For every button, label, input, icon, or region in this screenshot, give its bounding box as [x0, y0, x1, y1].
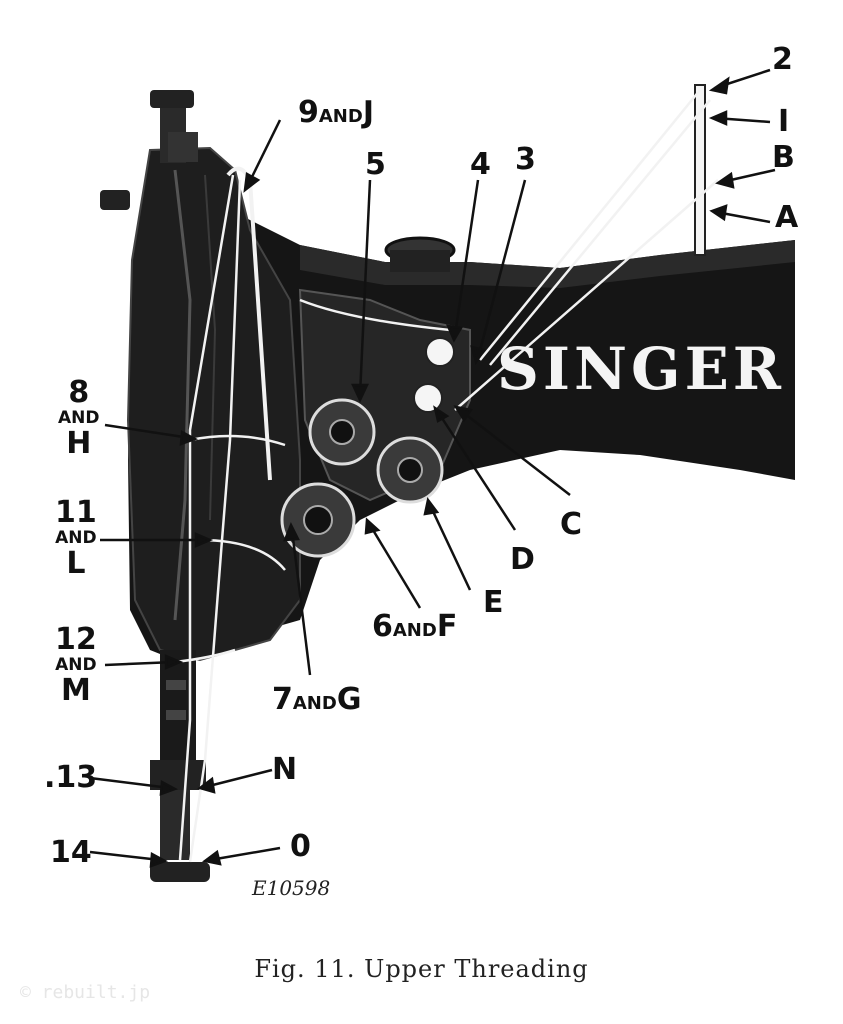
- label-3: 3: [515, 142, 536, 177]
- brand-logo-text: SINGER: [497, 335, 785, 403]
- label-13: .13: [44, 760, 98, 795]
- label-9-and-J: 9ANDJ: [298, 95, 374, 130]
- leader-lines: [89, 68, 776, 868]
- side-screw: [100, 190, 130, 210]
- spool-pin: [694, 84, 706, 256]
- needle-clamp: [150, 760, 206, 790]
- figure-caption: Fig. 11. Upper Threading: [254, 955, 589, 983]
- figure-code: E10598: [252, 876, 331, 900]
- label-1: I: [778, 104, 790, 139]
- label-B: B: [772, 140, 795, 175]
- label-0: 0: [290, 829, 311, 864]
- label-4: 4: [470, 147, 491, 182]
- thread-guide-upper: [425, 337, 455, 367]
- label-7-and-G: 7ANDG: [272, 682, 362, 717]
- arm-top-edge: [300, 240, 795, 288]
- label-C: C: [560, 507, 583, 542]
- label-6-and-F: 6ANDF: [372, 609, 458, 644]
- label-2: 2: [772, 42, 793, 77]
- label-E: E: [483, 585, 504, 620]
- label-5: 5: [365, 147, 386, 182]
- thread-guide-lower: [413, 383, 443, 413]
- label-D: D: [510, 542, 535, 577]
- presser-bar-cap: [150, 90, 194, 108]
- presser-foot: [150, 862, 210, 882]
- label-N: N: [272, 752, 298, 787]
- watermark: © rebuilt.jp: [20, 982, 151, 1003]
- label-14: 14: [50, 835, 92, 870]
- label-A: A: [775, 200, 799, 235]
